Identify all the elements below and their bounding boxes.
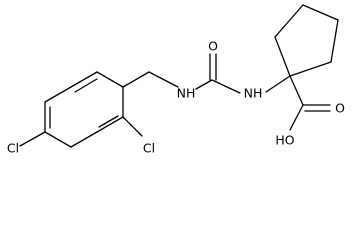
bond-ring-c1-c2: [96, 71, 124, 88]
bond-carbonyl-c-to-nh: [211, 79, 241, 94]
bond-ch2-to-nh: [148, 71, 179, 88]
bond-ring-c2-c3: [70, 71, 98, 88]
bond-nh-to-cyclopentane: [265, 75, 291, 93]
bond-cp-4: [330, 19, 339, 63]
atom-label-oh-acid: HO: [275, 133, 294, 148]
bond-ring-c5-c6: [44, 131, 72, 148]
bond-ring-c3-c4: [44, 86, 72, 103]
cyclopentane-ring: [274, 4, 339, 77]
bond-cp-3: [302, 4, 339, 21]
chemical-structure-diagram: Cl Cl NH O NH O HO: [7, 4, 345, 156]
bond-ring-to-ch2: [122, 71, 150, 88]
bond-ring-inner-3: [98, 115, 119, 128]
atom-label-nh-left: NH: [177, 86, 196, 101]
atom-label-cl-left: Cl: [7, 141, 19, 156]
bond-ring-c6-c1: [70, 131, 98, 148]
benzene-ring: [44, 71, 124, 148]
bond-ring-inner-1: [74, 78, 98, 93]
bond-ring-c1-c6b: [96, 116, 124, 133]
bond-cp-to-cooh: [289, 75, 304, 106]
bond-ring-to-cl-left: [19, 131, 46, 147]
bond-cp-1: [274, 36, 291, 77]
bond-nh-to-carbonyl-c: [195, 79, 213, 90]
bond-ring-to-cl-right: [122, 116, 143, 137]
atom-label-nh-right: NH: [244, 86, 263, 101]
atom-label-cl-right: Cl: [143, 141, 155, 156]
bond-cp-2: [274, 4, 304, 38]
bond-cooh-to-oh: [289, 104, 304, 131]
atom-label-o-carbonyl: O: [208, 39, 218, 54]
atom-label-o-acid: O: [335, 101, 345, 116]
bond-cp-5: [289, 61, 332, 77]
